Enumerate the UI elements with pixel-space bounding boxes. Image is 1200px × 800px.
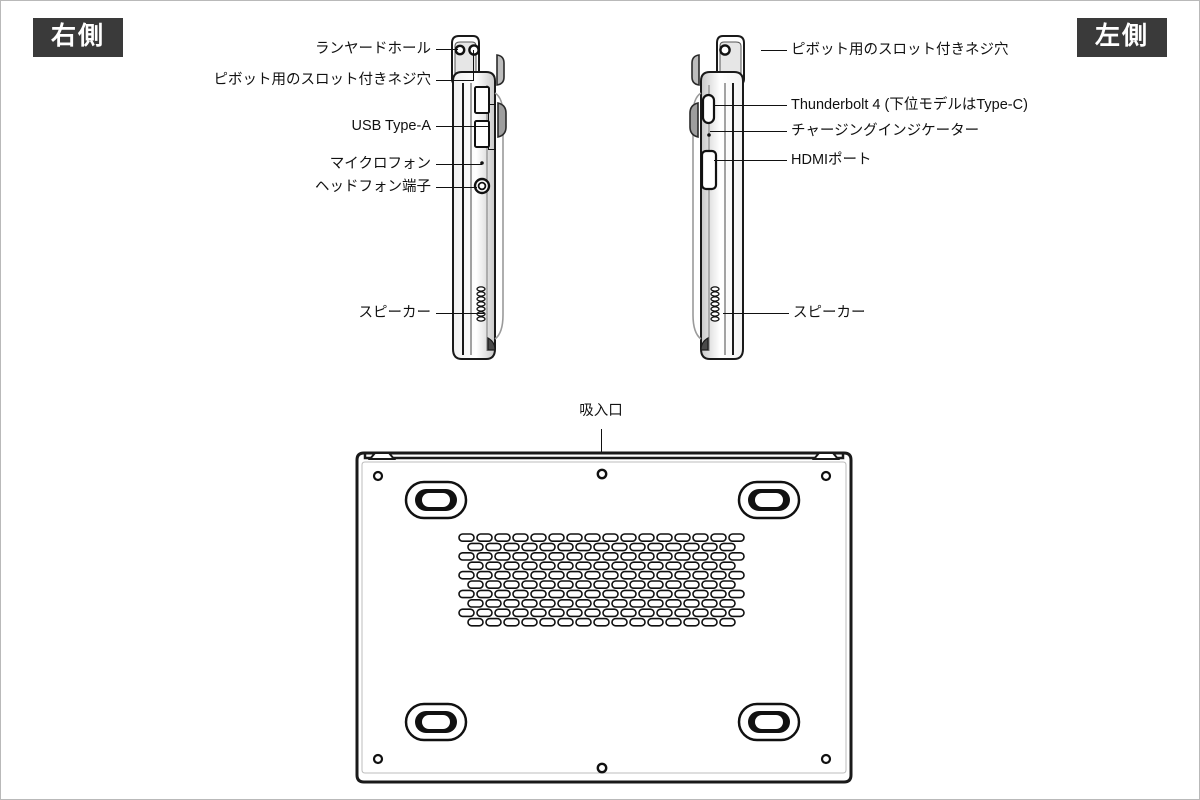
- leader-lanyard-hole: [436, 49, 458, 51]
- leader-charging-indicator: [710, 131, 787, 133]
- air-intake-vent: [458, 533, 745, 627]
- rubber-foot-bottom-left: [404, 702, 468, 742]
- bottom-view-drawing: [349, 446, 859, 791]
- leader-hdmi-port: [714, 160, 787, 162]
- usb-type-a-port-upper: [474, 86, 490, 114]
- badge-left-side: 左側: [1076, 18, 1167, 57]
- rubber-foot-top-left: [404, 480, 468, 520]
- screw-top-center: [596, 468, 608, 480]
- speaker-grille-feature-left: [710, 286, 720, 322]
- callout-lanyard-hole: ランヤードホール: [315, 40, 431, 57]
- screw-bottom-right: [820, 753, 832, 765]
- badge-right-side: 右側: [33, 18, 124, 57]
- hdmi-port-feature: [700, 149, 718, 191]
- leader-thunderbolt-4: [714, 105, 787, 107]
- leader-speaker-right: [436, 313, 484, 315]
- leader-pivot-screw-hole-left: [761, 50, 787, 52]
- left-side-profile-drawing: [689, 33, 811, 383]
- leader-usb-type-a-lower-tick: [488, 149, 496, 151]
- callout-air-intake: 吸入口: [579, 402, 623, 419]
- callout-speaker-right: スピーカー: [358, 304, 432, 321]
- callout-pivot-screw-hole-right: ピボット用のスロット付きネジ穴: [213, 71, 432, 88]
- callout-charging-indicator: チャージングインジケーター: [791, 122, 980, 139]
- screw-bottom-center: [596, 762, 608, 774]
- thunderbolt-4-port-feature: [701, 93, 716, 125]
- leader-pivot-screw-hole-right-vertical: [473, 50, 475, 81]
- leader-usb-type-a-vertical: [488, 104, 490, 150]
- leader-usb-type-a-upper-tick: [488, 104, 496, 106]
- rubber-foot-bottom-right: [737, 702, 801, 742]
- leader-usb-type-a: [436, 126, 489, 128]
- leader-pivot-screw-hole-right: [436, 80, 474, 82]
- leader-microphone: [436, 164, 482, 166]
- microphone-hole-feature: [480, 161, 484, 165]
- speaker-grille-feature: [476, 286, 486, 322]
- screw-top-right: [820, 470, 832, 482]
- leader-headphone-jack: [436, 187, 477, 189]
- rubber-foot-top-right: [737, 480, 801, 520]
- screw-top-left: [372, 470, 384, 482]
- callout-headphone-jack: ヘッドフォン端子: [315, 178, 431, 195]
- callout-hdmi-port: HDMIポート: [791, 151, 872, 168]
- pivot-screw-hole-feature-left: [719, 44, 731, 56]
- callout-thunderbolt-4: Thunderbolt 4 (下位モデルはType-C): [791, 96, 1028, 113]
- callout-microphone: マイクロフォン: [329, 155, 431, 172]
- leader-speaker-left: [723, 313, 789, 315]
- callout-usb-type-a: USB Type-A: [351, 117, 431, 134]
- right-side-profile-drawing: [441, 33, 551, 383]
- screw-bottom-left: [372, 753, 384, 765]
- callout-pivot-screw-hole-left: ピボット用のスロット付きネジ穴: [791, 41, 1009, 58]
- usb-type-a-port-lower: [474, 120, 490, 148]
- headphone-jack-feature: [477, 181, 487, 191]
- charging-indicator-feature: [707, 133, 711, 137]
- callout-speaker-left: スピーカー: [793, 304, 866, 321]
